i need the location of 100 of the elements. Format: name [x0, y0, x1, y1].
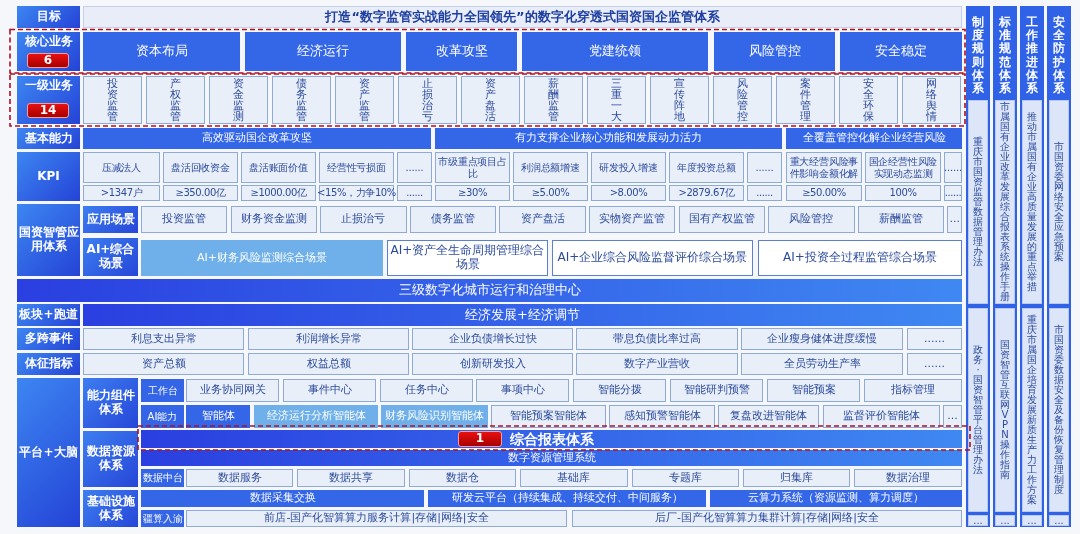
row-header	[17, 76, 80, 124]
category-box: 资本布局	[83, 32, 240, 71]
item-box: 带息负债比率过高	[576, 328, 738, 350]
item-box: 资产盘活	[461, 76, 520, 124]
item-box: ...	[947, 206, 962, 233]
column-title: 制度规则体系	[972, 16, 984, 96]
category-box: 党建统领	[522, 32, 708, 71]
item-box: 智能预案	[767, 379, 860, 402]
sub-header: 数据中台	[141, 469, 184, 487]
item-box: 债务监管	[409, 206, 497, 233]
category-box: 全覆盖管控化解企业经营风险	[786, 128, 962, 149]
count-badge: 14	[27, 103, 69, 118]
item-box: 投资监管	[83, 76, 142, 124]
document-box: ...	[968, 515, 988, 526]
document-box: ...	[995, 515, 1015, 526]
item-box: 国企经营性风险实现动态监测	[865, 152, 941, 183]
item-box: 智能分拨	[573, 379, 666, 402]
sub-header: AI能力	[141, 405, 184, 428]
item-box: 市级重点项目占比	[435, 152, 510, 183]
item-box: ≥350.00亿	[163, 185, 238, 201]
category-box: 经济运行	[245, 32, 401, 71]
item-box: 业务协同网关	[186, 379, 279, 402]
item-box: ......	[397, 185, 432, 201]
item-box: 财务资金监测	[230, 206, 317, 233]
document-box: 市国资委数据安全及备份恢复管理制度	[1049, 308, 1069, 512]
column-title: 安全防护体系	[1053, 16, 1065, 96]
category-box: 高效驱动国企改革攻坚	[83, 128, 431, 149]
row-header-label: 核心业务	[23, 35, 74, 49]
item-box: 产权监管	[146, 76, 205, 124]
item-box: >1347户	[83, 185, 160, 201]
item-box: 利润总额增速	[513, 152, 588, 183]
item-box: 智能预案智能体	[491, 405, 606, 428]
item-box: 事件中心	[283, 379, 376, 402]
item-box: 三重一大	[587, 76, 646, 124]
item-box: 薪酬监管	[857, 206, 945, 233]
item-box: 指标管理	[864, 379, 962, 402]
highlight-box: AI+财务风险监测综合场景	[141, 240, 383, 276]
document-box: ...	[1049, 515, 1069, 526]
title-banner: 打造“数字监管实战能力全国领先”的数字化穿透式国资国企监管体系	[83, 6, 962, 28]
item-box: 压减法人	[83, 152, 160, 183]
item-box: 事项中心	[476, 379, 569, 402]
section-header: 应用场景	[83, 206, 138, 233]
item-box: 网络舆情	[902, 76, 961, 124]
document-box: ...	[1022, 515, 1042, 526]
item-box: <15%，力争10%	[319, 185, 394, 201]
banner-label: 综合报表体系	[510, 430, 594, 448]
item-box: 数据共享	[297, 469, 405, 487]
category-box: 改革攻坚	[406, 32, 517, 71]
item-box: ≥5.00%	[513, 185, 588, 201]
column-title: 工作推进体系	[1026, 16, 1038, 96]
item-box: ......	[397, 152, 432, 183]
item-box: 投资监管	[141, 206, 228, 233]
item-box: 前店-国产化智算算力服务计算|存储|网络|安全	[186, 510, 567, 527]
column-panel	[1047, 6, 1071, 527]
item-box: 研发投入增速	[591, 152, 666, 183]
item-box: 经营性亏损面	[319, 152, 394, 183]
item-box: 数据仓	[408, 469, 517, 487]
column-panel	[966, 6, 990, 527]
item-box: ≥30%	[435, 185, 510, 201]
column-title: 标准规范体系	[999, 16, 1011, 96]
highlight-box: 财务风险识别智能体	[381, 405, 488, 428]
scenario-box: AI+投资全过程监管综合场景	[758, 240, 962, 276]
section-header: 数据资源体系	[83, 431, 138, 487]
item-box: 企业瘦身健体进度缓慢	[741, 328, 903, 350]
highlight-box: 经济运行分析智能体	[254, 405, 378, 428]
item-box: 权益总额	[248, 353, 409, 375]
item-box: 资金监测	[209, 76, 268, 124]
count-badge: 1	[458, 431, 502, 447]
category-box: 安全稳定	[840, 32, 962, 71]
column-panel	[1020, 6, 1044, 527]
banner: 三级数字化城市运行和治理中心	[17, 279, 962, 302]
item-box: >8.00%	[591, 185, 666, 201]
document-box: 重庆市属国企培育发展新质生产力工作方案	[1022, 308, 1042, 512]
item-box: 数据服务	[186, 469, 294, 487]
item-box: 智能研判预警	[670, 379, 763, 402]
item-box: >2879.67亿	[669, 185, 744, 201]
item-box: 利息支出异常	[83, 328, 244, 350]
row-header	[17, 32, 80, 71]
item-box: 止损治亏	[398, 76, 457, 124]
item-box: 数字产业营收	[576, 353, 738, 375]
item-box: 资产总额	[83, 353, 244, 375]
item-box: 风险管控	[713, 76, 772, 124]
item-box: 复盘改进智能体	[718, 405, 819, 428]
section-header: AI+综合场景	[83, 238, 138, 276]
row-header: 平台+大脑	[17, 378, 80, 527]
banner: 经济发展+经济调节	[83, 304, 962, 326]
row-header: 目标	[17, 6, 80, 28]
document-box: 推动市属国有企业高质量发展的重点举措	[1022, 100, 1042, 304]
sub-header: 工作台	[141, 379, 184, 402]
item-box: 风险管控	[768, 206, 855, 233]
sub-header: 疆算入渝	[141, 510, 184, 527]
item-box: ......	[944, 152, 962, 183]
item-box: 重大经营风险事件影响金额化解	[786, 152, 862, 183]
item-box: 实物资产监管	[589, 206, 676, 233]
item-box: 止损治亏	[320, 206, 407, 233]
category-box: 云算力系统（资源监测、算力调度）	[710, 490, 962, 507]
category-box: 研发云平台（持续集成、持续交付、中间服务）	[428, 490, 706, 507]
item-box: 创新研发投入	[412, 353, 573, 375]
item-box: 资产盘活	[499, 206, 586, 233]
row-header: KPI	[17, 152, 80, 201]
